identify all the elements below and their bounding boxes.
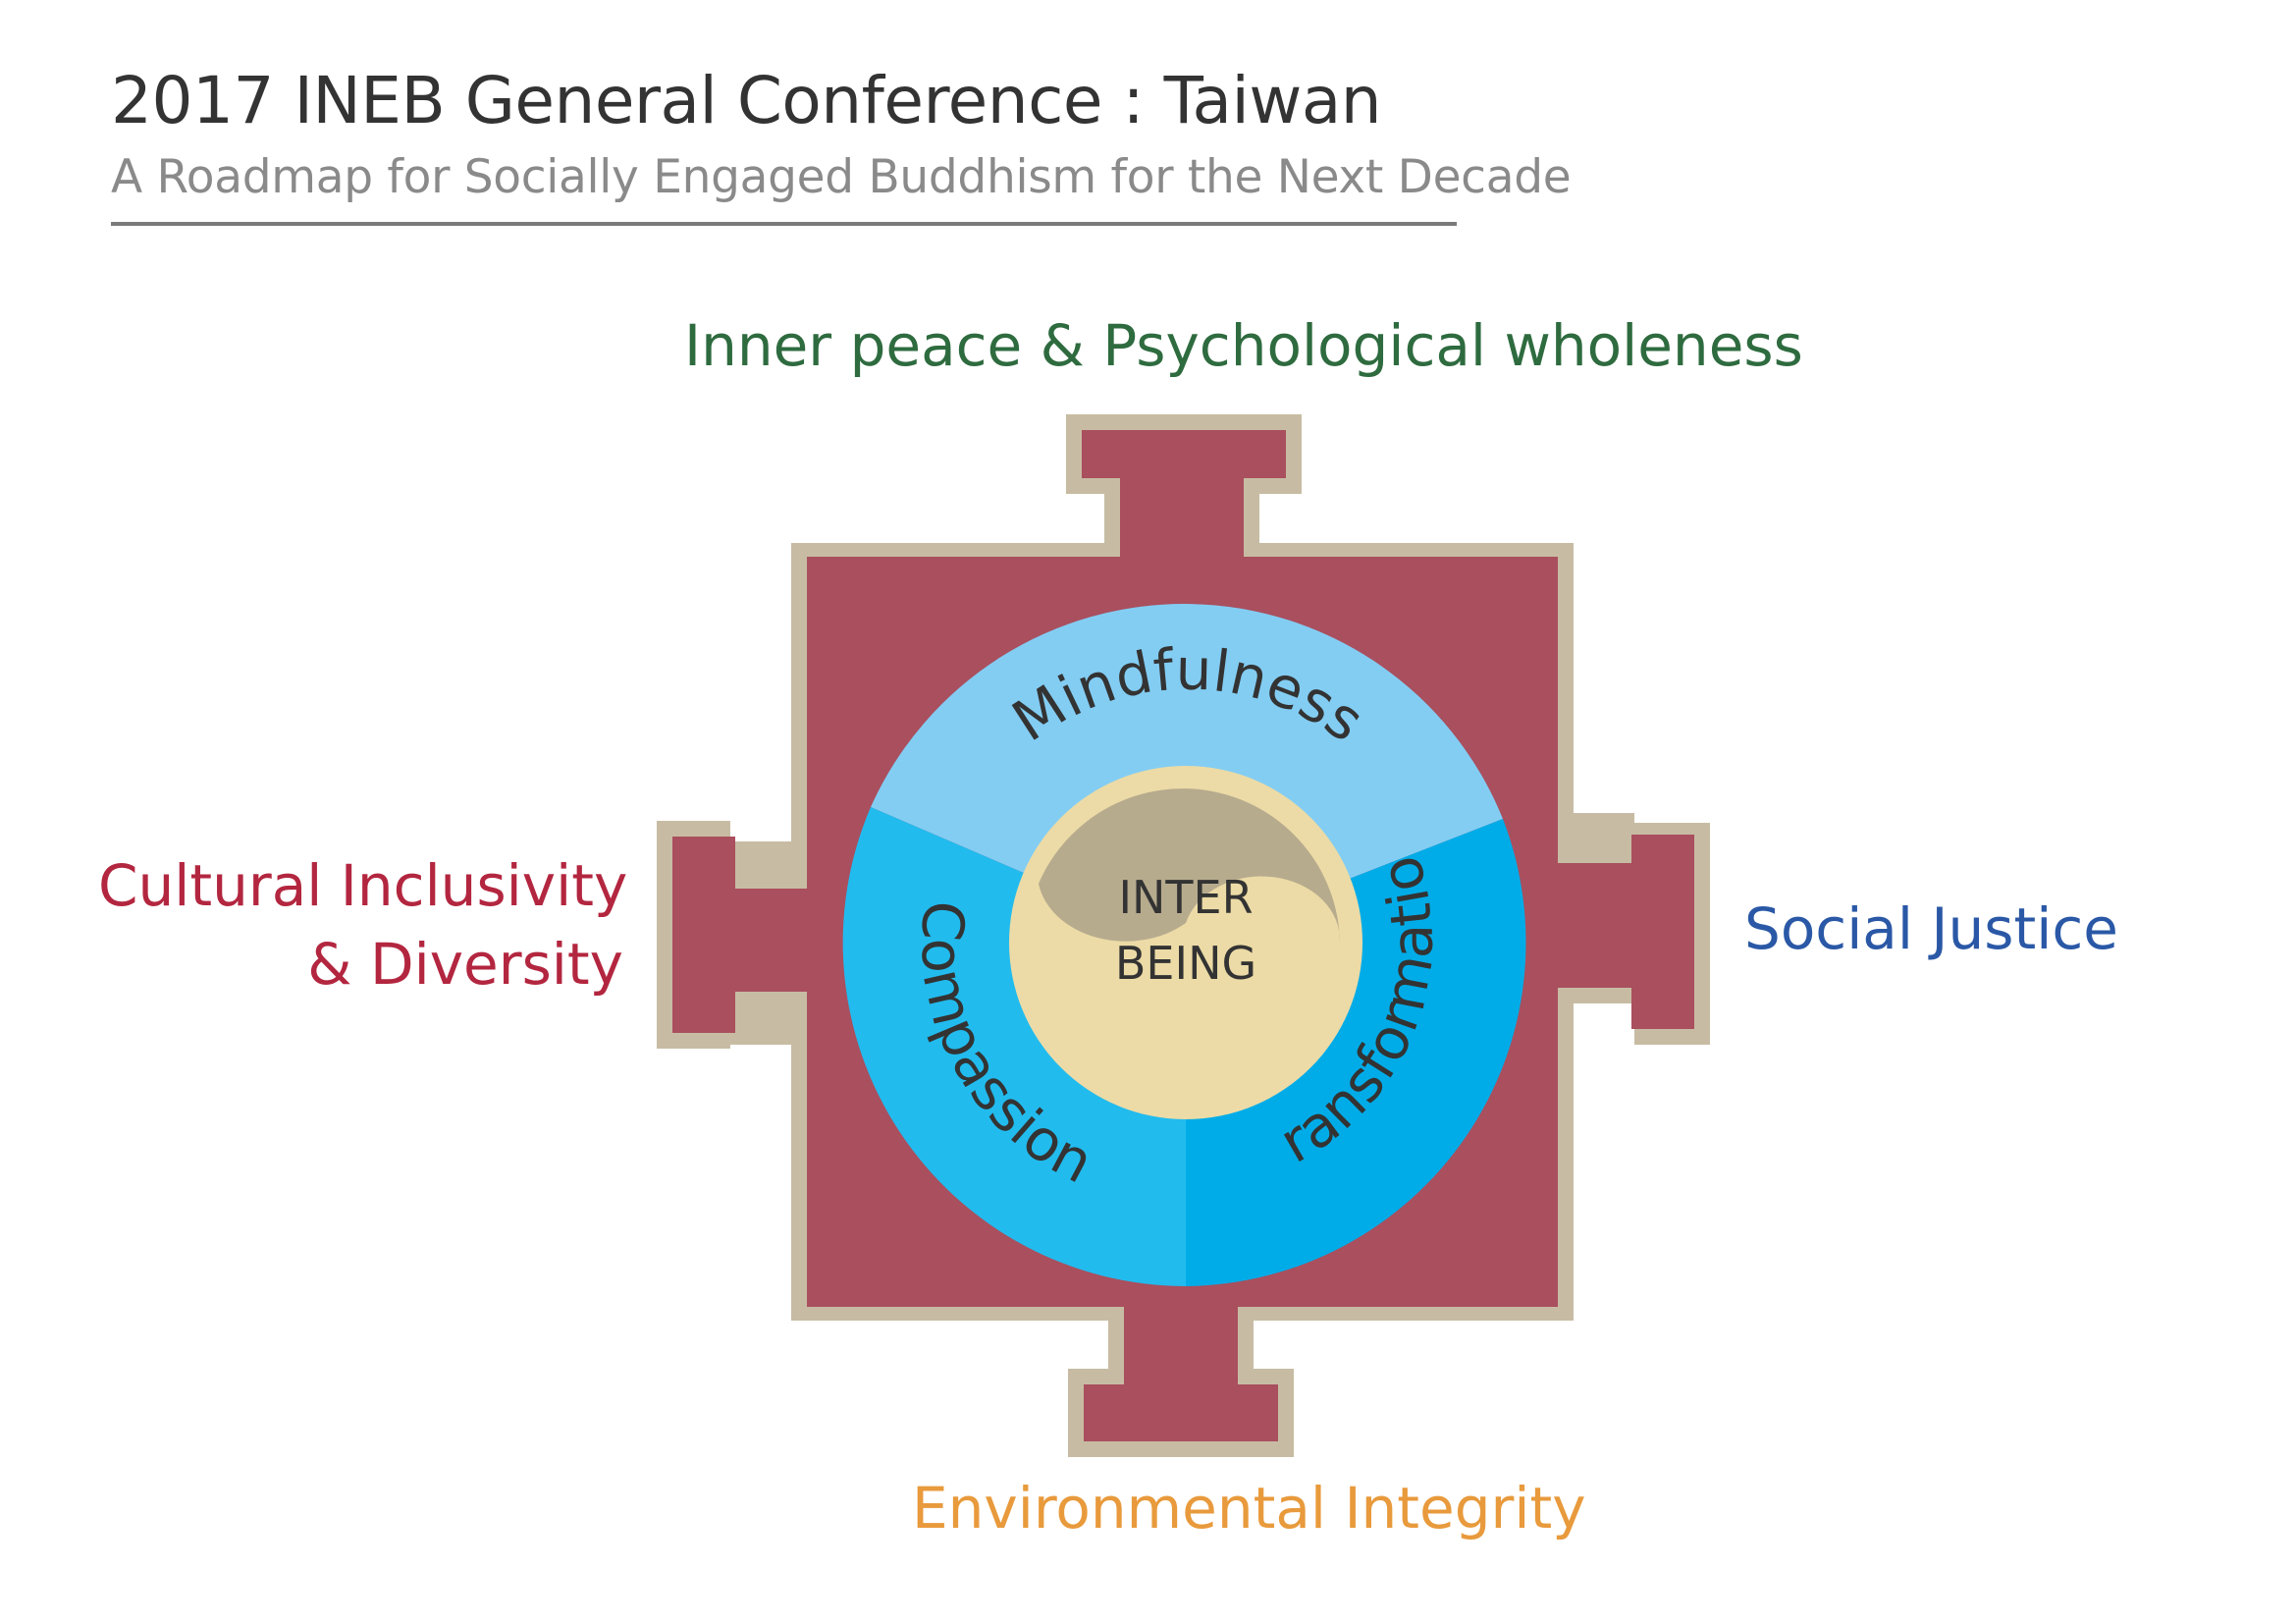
page-subtitle: A Roadmap for Socially Engaged Buddhism … xyxy=(111,150,1572,204)
center-label-line1: INTER xyxy=(1118,871,1253,924)
label-social-justice: Social Justice xyxy=(1744,895,2118,962)
header-divider xyxy=(111,222,1457,226)
label-environmental-integrity: Environmental Integrity xyxy=(912,1475,1586,1542)
label-cultural-line2: & Diversity xyxy=(307,931,623,998)
page-title: 2017 INEB General Conference : Taiwan xyxy=(111,63,1382,138)
label-cultural-inclusivity: Cultural Inclusivity & Diversity xyxy=(98,846,628,1003)
inter-being-dark xyxy=(1039,788,1341,943)
label-inner-peace: Inner peace & Psychological wholeness xyxy=(684,312,1803,379)
label-cultural-line1: Cultural Inclusivity xyxy=(98,852,628,919)
center-label-line2: BEING xyxy=(1115,937,1256,990)
